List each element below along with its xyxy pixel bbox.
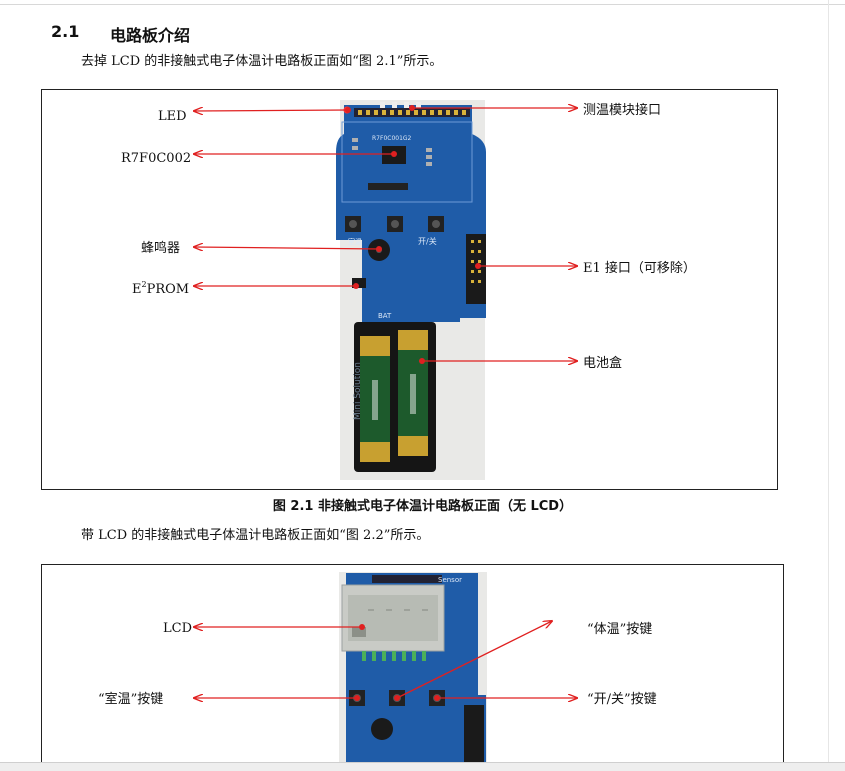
label-power-key: “开/关”按键 — [587, 692, 657, 707]
board-switch-marking: 开/关 — [418, 236, 437, 246]
board-sensor-marking: Sensor — [438, 576, 462, 584]
paragraph-figure2-intro: 带 LCD 的非接触式电子体温计电路板正面如“图 2.2”所示。 — [81, 528, 430, 543]
label-e1-port: E1 接口（可移除） — [583, 260, 696, 276]
label-lcd: LCD — [163, 621, 192, 636]
figure-1-caption: 图 2.1 非接触式电子体温计电路板正面（无 LCD） — [272, 499, 573, 514]
crystal-header — [368, 183, 408, 190]
figure-2-illustration: Sensor — [98, 572, 657, 771]
header-pins — [354, 102, 470, 117]
board-brand-marking: Mini Solution — [353, 362, 363, 420]
pcb-board — [336, 105, 486, 322]
lcd-pins — [362, 651, 426, 661]
label-led: LED — [158, 109, 187, 124]
arrow-body-temp-key — [396, 621, 552, 699]
tactile-buttons — [345, 216, 444, 232]
arrow-led — [194, 110, 349, 111]
mcu-silkscreen — [341, 121, 473, 203]
label-mcu: R7F0C002 — [121, 151, 191, 166]
label-eeprom: E2PROM — [132, 280, 189, 297]
e1-connector — [466, 234, 486, 304]
board-room-marking: 室温 — [348, 237, 362, 246]
batteries — [360, 330, 428, 462]
page-top-border — [0, 4, 845, 5]
label-battery: 电池盒 — [583, 355, 622, 371]
label-room-temp-key: “室温”按键 — [98, 691, 163, 707]
figure-1: R7F0C001G2 开/关 室温 — [41, 89, 778, 490]
mcu-marking: R7F0C001G2 — [372, 135, 412, 142]
arrow-buzzer — [194, 247, 380, 249]
board-bat-marking: BAT — [378, 312, 392, 320]
label-sensor-port: 测温模块接口 — [583, 102, 661, 118]
buzzer-component-2 — [371, 718, 393, 740]
label-body-temp-key: “体温”按键 — [587, 622, 652, 637]
page-right-border — [828, 0, 829, 770]
figure-1-illustration: R7F0C001G2 开/关 室温 — [121, 100, 696, 480]
e1-connector-2 — [464, 705, 484, 771]
figure-2: Sensor — [41, 564, 784, 771]
viewer-bottom-bar — [0, 762, 845, 771]
section-title: 电路板介绍 — [110, 26, 191, 45]
header-pins-2 — [372, 575, 442, 583]
eeprom-chip — [352, 278, 366, 288]
label-buzzer: 蜂鸣器 — [141, 240, 180, 256]
paragraph-figure1-intro: 去掉 LCD 的非接触式电子体温计电路板正面如“图 2.1”所示。 — [81, 54, 443, 69]
section-number: 2.1 — [51, 22, 80, 41]
smd-components — [352, 138, 432, 166]
